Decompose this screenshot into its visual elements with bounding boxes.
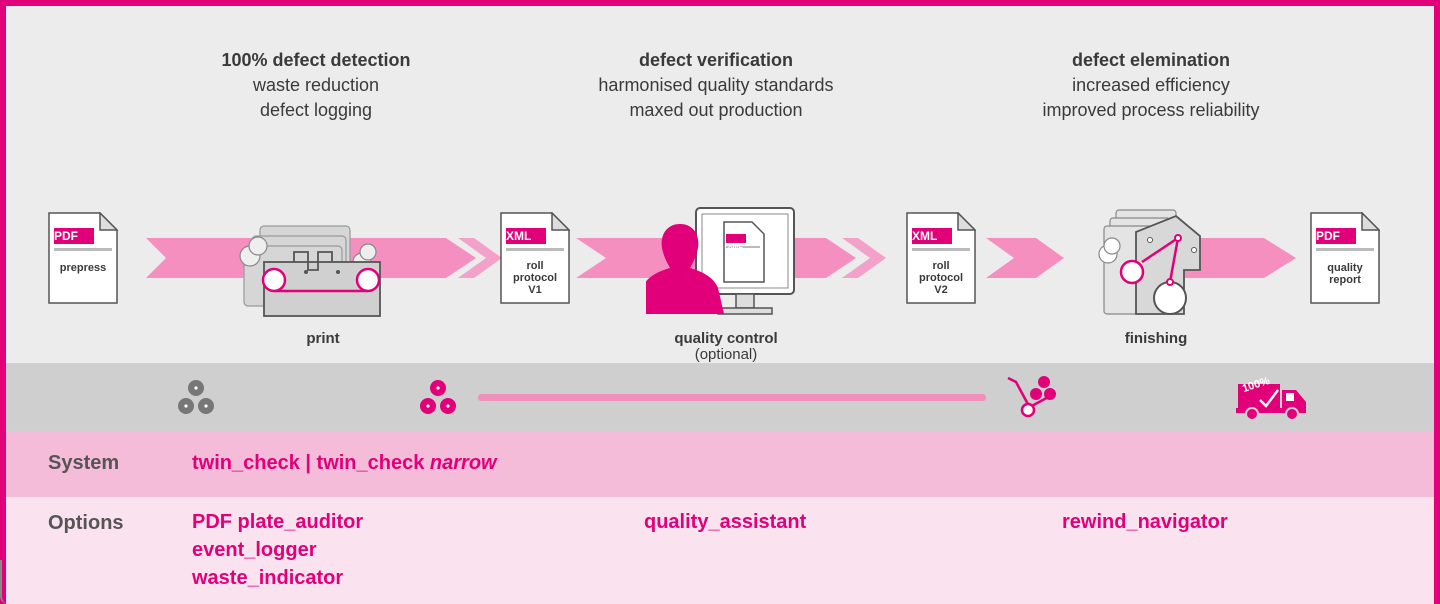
stage-label-text: finishing xyxy=(1124,330,1188,347)
delivery-truck-icon xyxy=(1236,384,1306,421)
document-icon xyxy=(906,211,977,304)
benefit-heading: defect verification xyxy=(638,50,794,70)
benefit-line: improved process reliability xyxy=(1042,100,1260,120)
options-row xyxy=(6,497,1434,604)
document-roll-protocol-v2: XML roll protocol V2 xyxy=(906,211,977,309)
stage-quality-control-label: quality control (optional) xyxy=(656,330,796,362)
benefit-detection: 100% defect detection waste reduction de… xyxy=(186,48,446,123)
options-label: Options xyxy=(48,512,124,534)
monitor-doc-tag: XML xyxy=(728,243,743,250)
system-value: twin_check | twin_check narrow xyxy=(192,449,497,477)
doc-type-tag: XML xyxy=(506,229,532,243)
quality-control-station-icon xyxy=(646,207,795,315)
option-item: rewind_navigator xyxy=(1062,511,1228,533)
doc-label: roll protocol V1 xyxy=(502,260,568,296)
arrow-chevron xyxy=(842,238,886,278)
benefit-line: defect logging xyxy=(259,100,373,120)
frame-corner xyxy=(0,560,10,604)
stage-label-text: print xyxy=(306,330,340,347)
finishing-machine-icon xyxy=(1098,209,1201,315)
hand-truck-rolls-icon xyxy=(1007,376,1056,418)
stage-print-label: print xyxy=(268,330,378,347)
doc-label-line: protocol xyxy=(919,272,963,284)
arrow-chevron xyxy=(458,238,502,278)
doc-label-line: roll xyxy=(932,260,950,272)
benefit-line: increased efficiency xyxy=(1072,75,1230,95)
options-column-1: PDF plate_auditor event_logger waste_ind… xyxy=(192,508,363,592)
benefit-line: waste reduction xyxy=(252,75,380,95)
doc-label: prepress xyxy=(50,262,116,274)
doc-label-line: roll xyxy=(526,260,544,272)
doc-type-tag: XML xyxy=(912,229,938,243)
progress-line xyxy=(478,394,986,401)
doc-label: quality report xyxy=(1312,262,1378,286)
benefit-heading: 100% defect detection xyxy=(221,50,411,70)
document-roll-protocol-v1: XML roll protocol V1 xyxy=(500,211,571,309)
doc-type-tag: PDF xyxy=(54,229,78,243)
benefit-heading: defect elemination xyxy=(1071,50,1231,70)
stage-finishing-label: finishing xyxy=(1106,330,1206,347)
system-variant: narrow xyxy=(429,452,497,474)
print-press-icon xyxy=(239,225,381,317)
document-icon xyxy=(1310,211,1381,304)
options-column-2: quality_assistant xyxy=(644,508,806,536)
document-prepress: PDF prepress xyxy=(48,211,119,309)
stage-sub-text: (optional) xyxy=(694,346,758,363)
doc-label-line: protocol xyxy=(513,272,557,284)
arrow-chevron xyxy=(986,238,1064,278)
system-label: System xyxy=(48,452,120,474)
system-row xyxy=(6,431,1434,497)
system-products: twin_check | twin_check xyxy=(192,452,430,474)
option-item: PDF plate_auditor xyxy=(192,511,364,533)
options-column-3: rewind_navigator xyxy=(1062,508,1228,536)
doc-label-line: report xyxy=(1329,274,1361,286)
doc-label-line: prepress xyxy=(59,262,107,274)
document-quality-report: PDF quality report xyxy=(1310,211,1381,309)
doc-label: roll protocol V2 xyxy=(908,260,974,296)
benefit-line: maxed out production xyxy=(629,100,803,120)
document-icon xyxy=(500,211,571,304)
option-item: quality_assistant xyxy=(644,511,807,533)
benefit-line: harmonised quality standards xyxy=(598,75,834,95)
doc-label-line: quality xyxy=(1327,262,1363,274)
doc-type-tag: PDF xyxy=(1316,229,1340,243)
benefit-elimination: defect elemination increased efficiency … xyxy=(1006,48,1296,123)
doc-label-line: V2 xyxy=(934,284,948,296)
doc-label-line: V1 xyxy=(528,284,542,296)
rolls-pink-icon xyxy=(420,380,456,414)
option-item: event_logger xyxy=(192,539,317,561)
stage-label-text: quality control xyxy=(674,330,778,347)
rolls-gray-icon xyxy=(178,380,214,414)
option-item: waste_indicator xyxy=(192,567,344,589)
benefit-verification: defect verification harmonised quality s… xyxy=(566,48,866,123)
document-icon xyxy=(48,211,119,304)
